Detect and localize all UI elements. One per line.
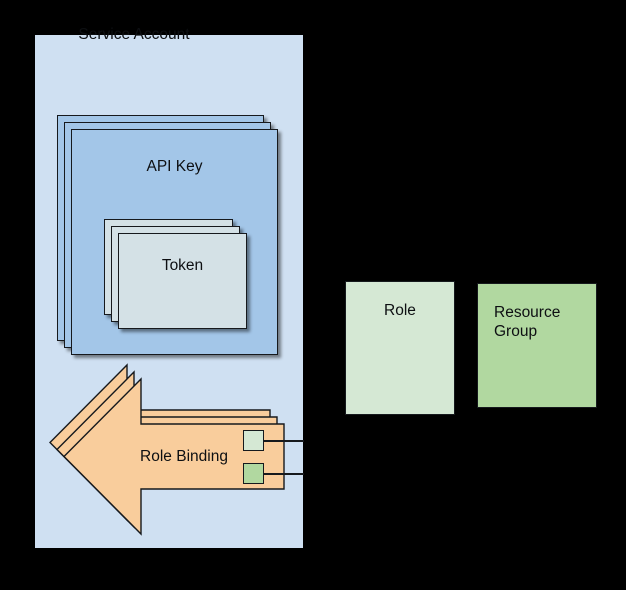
- role-binding-group: Role Binding: [49, 363, 285, 536]
- api-key-label: API Key: [146, 158, 203, 175]
- resource-group-box[interactable]: Resource Group: [477, 283, 597, 408]
- role-connector-port[interactable]: [243, 430, 264, 451]
- role-box-label: Role: [384, 302, 416, 319]
- role-box[interactable]: Role: [345, 281, 455, 415]
- edge-role-binding-to-role: [264, 440, 304, 442]
- resource-group-box-label: Resource Group: [494, 304, 561, 341]
- role-binding-arrow-front[interactable]: [63, 377, 285, 536]
- edge-role-binding-to-resource-group: [264, 473, 304, 475]
- service-account-title: Service Account: [78, 26, 190, 43]
- resource-group-connector-port[interactable]: [243, 463, 264, 484]
- token-card-front[interactable]: Token: [118, 233, 247, 329]
- token-label: Token: [161, 257, 204, 274]
